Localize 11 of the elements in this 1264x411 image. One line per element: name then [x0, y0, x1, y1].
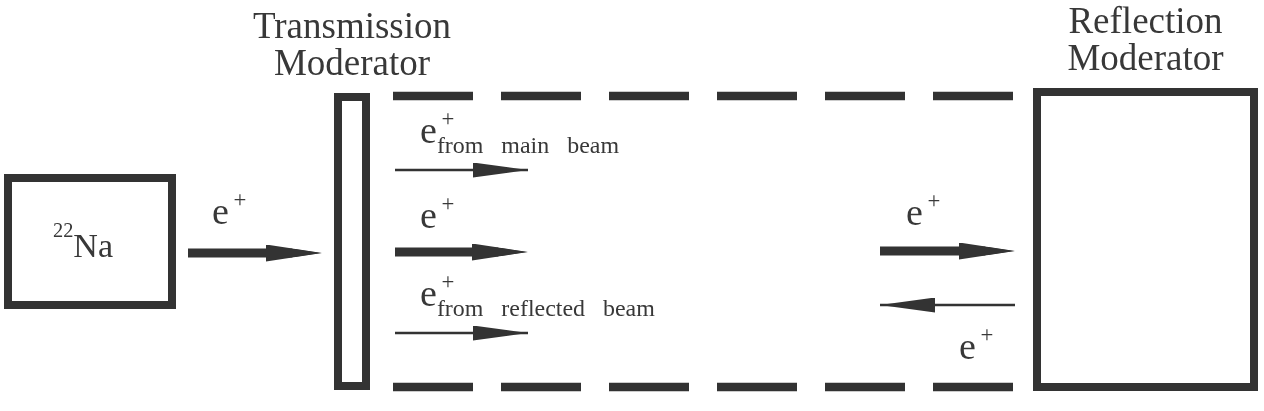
source-box: [4, 174, 176, 309]
arrow: [880, 297, 1015, 313]
arrow: [395, 325, 528, 341]
arrow: [395, 162, 528, 178]
edge-label: e$^{+}$: [959, 324, 994, 366]
edge-label: e$^{+}$: [906, 190, 941, 232]
edge-label: e$^{+}$: [420, 193, 455, 235]
edge-label: e$^{+}$: [212, 189, 247, 231]
isotope-label: $^{22}$Na: [52, 219, 113, 264]
moderator-heading: Transmission Moderator: [251, 7, 453, 81]
moderator-heading: Reflection Moderator: [1066, 2, 1225, 76]
